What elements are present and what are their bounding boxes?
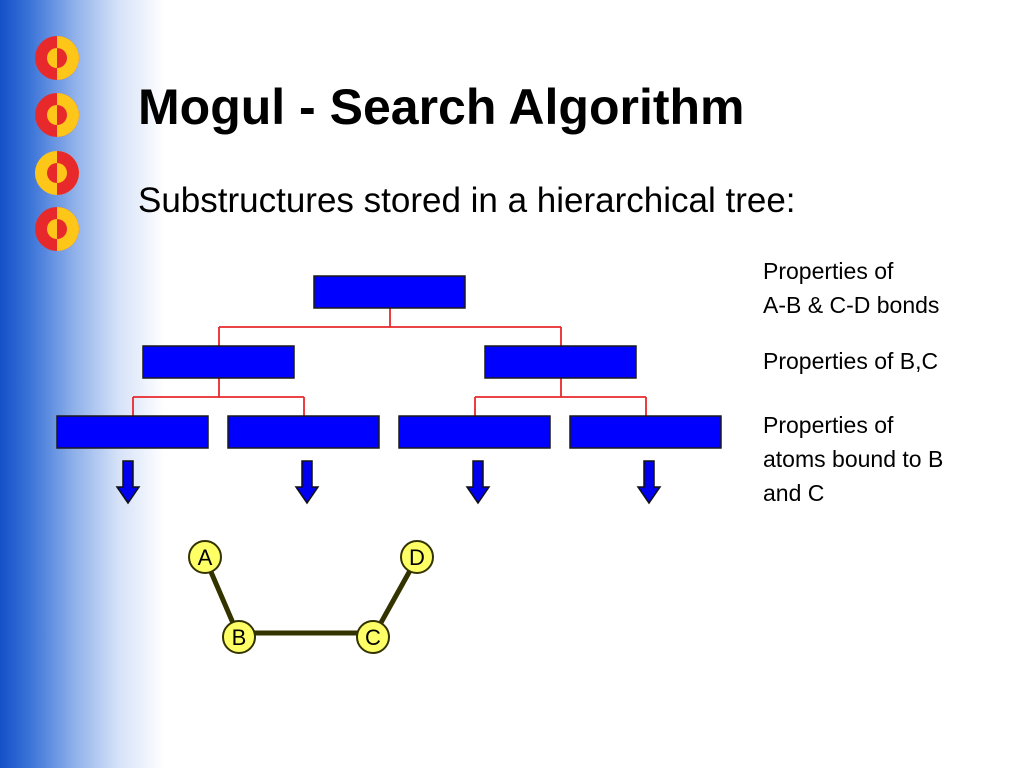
label-level1: Properties of A-B & C-D bonds xyxy=(763,254,939,322)
tree-node-leaf-3 xyxy=(398,415,551,449)
atom-c: C xyxy=(356,620,390,654)
slide-title: Mogul - Search Algorithm xyxy=(138,79,745,135)
tree-connectors xyxy=(132,308,647,416)
label-line: A-B & C-D bonds xyxy=(763,292,940,318)
tree-node-level2-right xyxy=(484,345,637,379)
slide-subtitle: Substructures stored in a hierarchical t… xyxy=(138,181,796,220)
logo-mark-icon xyxy=(35,36,79,80)
label-line: Properties of B,C xyxy=(763,348,939,374)
tree-node-leaf-2 xyxy=(227,415,380,449)
atom-label: D xyxy=(409,545,425,570)
down-arrow-icon xyxy=(636,460,662,505)
label-level2: Properties of B,C xyxy=(763,344,938,378)
atom-label: B xyxy=(232,625,247,650)
side-gradient-band xyxy=(0,0,165,768)
down-arrow-icon xyxy=(465,460,491,505)
label-line: Properties of xyxy=(763,258,894,284)
label-line: atoms bound to B xyxy=(763,446,944,472)
atom-a: A xyxy=(188,540,222,574)
down-arrow-icon xyxy=(115,460,141,505)
atom-label: C xyxy=(365,625,381,650)
atom-d: D xyxy=(400,540,434,574)
logo-mark-icon xyxy=(35,151,79,195)
logo-mark-icon xyxy=(35,207,79,251)
label-line: Properties of xyxy=(763,412,894,438)
logo-mark-icon xyxy=(35,93,79,137)
tree-node-level2-left xyxy=(142,345,295,379)
tree-node-root xyxy=(313,275,466,309)
down-arrow-icon xyxy=(294,460,320,505)
tree-node-leaf-4 xyxy=(569,415,722,449)
atom-label: A xyxy=(198,545,213,570)
tree-node-leaf-1 xyxy=(56,415,209,449)
label-level3: Properties of atoms bound to B and C xyxy=(763,408,943,510)
label-line: and C xyxy=(763,480,825,506)
atom-b: B xyxy=(222,620,256,654)
